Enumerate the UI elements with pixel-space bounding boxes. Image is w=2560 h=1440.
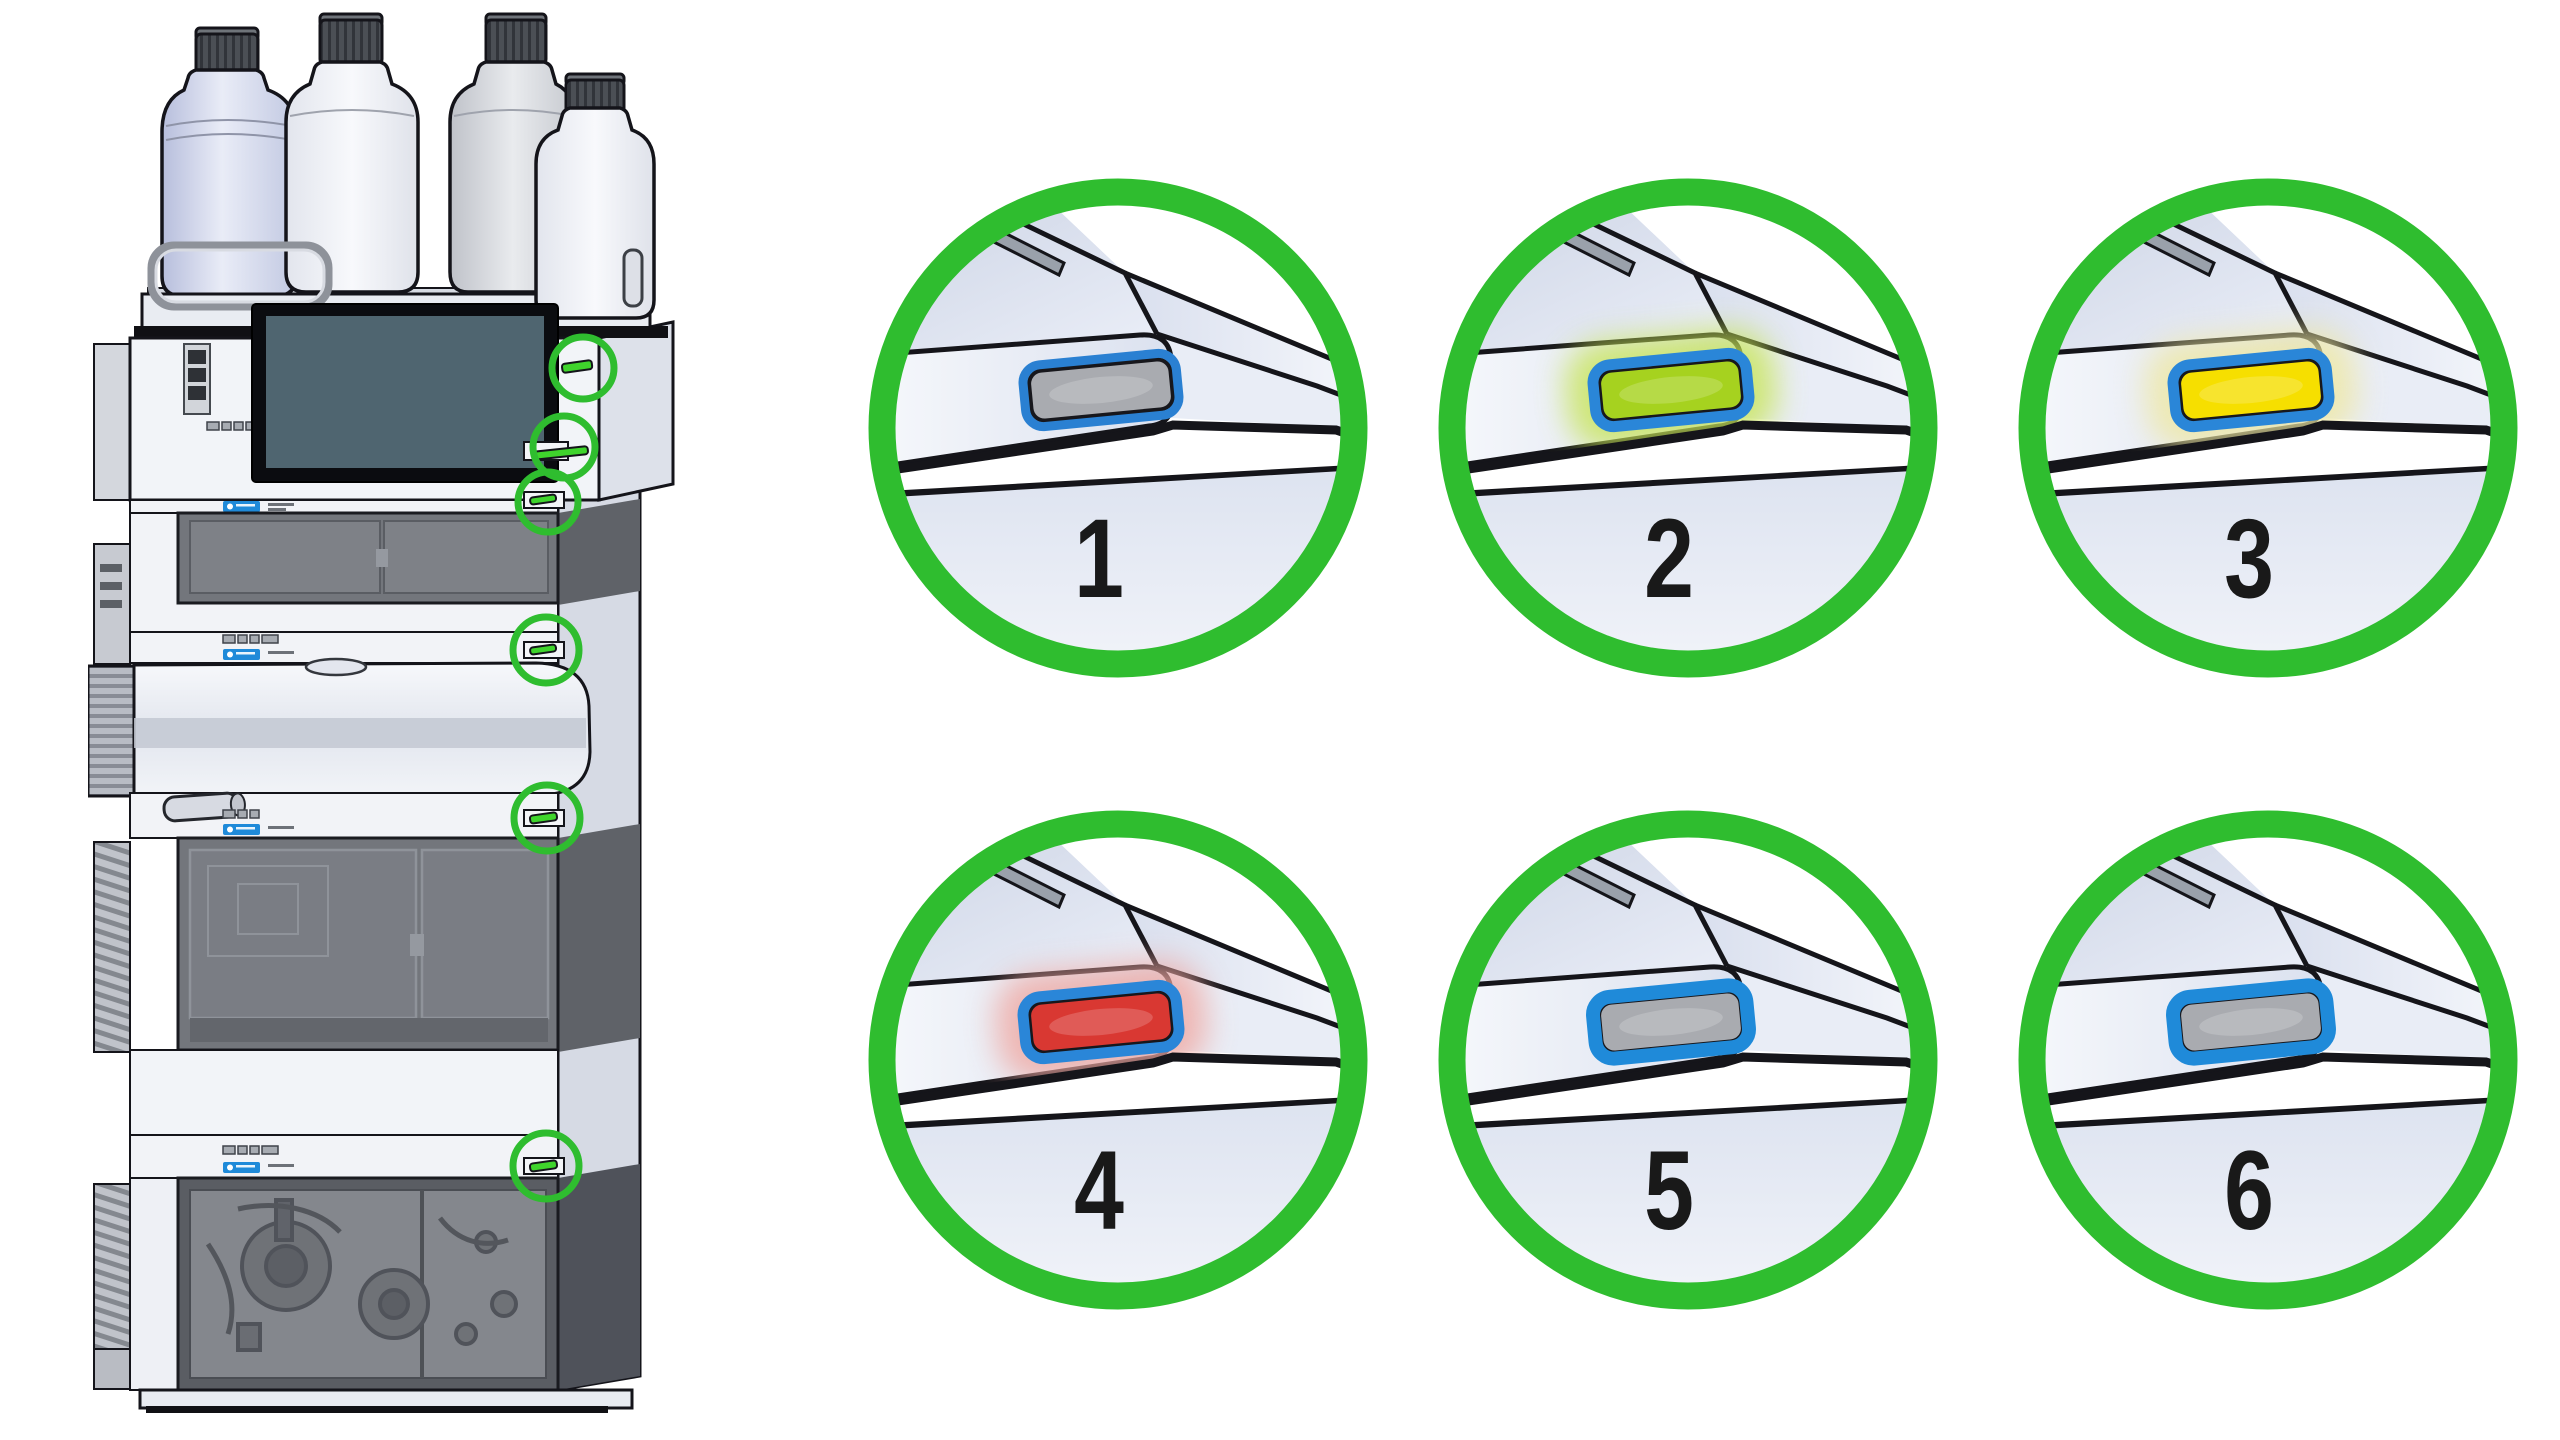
- brand-badge: [223, 1162, 294, 1173]
- solvent-bottle-white: [284, 12, 420, 294]
- module-sampler: [129, 511, 560, 633]
- heat-sink-fins: [93, 841, 131, 1053]
- status-lamp-callout-2: 2: [1438, 178, 1938, 678]
- latch-handle: [304, 657, 368, 677]
- callout-number: 3: [2224, 497, 2274, 622]
- badge-spark-icon: [227, 1164, 233, 1171]
- callout-number: 5: [1644, 1129, 1694, 1254]
- badge-spark-icon: [227, 826, 233, 833]
- touchscreen: [266, 316, 544, 468]
- callout-5: 5: [1438, 810, 1938, 1310]
- status-lamp: [560, 359, 594, 374]
- annotation-circle-3: [514, 468, 582, 536]
- tray-rails: [147, 241, 644, 311]
- heat-sink-fins: [93, 1183, 131, 1350]
- instrument-stack: [86, 4, 808, 1440]
- pump-mechanics: [205, 1198, 518, 1352]
- button-row: [222, 809, 260, 819]
- module-pump: [129, 1176, 560, 1392]
- badge-spark-icon: [227, 651, 233, 658]
- solvent-bottle-gray: [448, 12, 578, 294]
- annotation-ring: [2018, 178, 2518, 678]
- callout-1: 1: [868, 178, 1368, 678]
- lamp-blue-ring: [1018, 348, 1184, 432]
- annotation-ring: [868, 178, 1368, 678]
- module-detector: [129, 791, 560, 1136]
- module-strip: [129, 499, 559, 514]
- callout-4: 4: [868, 810, 1368, 1310]
- lamp-blue-ring: [2166, 978, 2336, 1066]
- status-lamp: [1597, 357, 1745, 423]
- status-lamp: [1027, 989, 1175, 1055]
- button-row: [222, 634, 279, 644]
- stack-left-panels: [93, 343, 131, 1390]
- solvent-bottle-blue: [160, 26, 298, 298]
- brand-badge: [223, 501, 294, 512]
- instrument-stack-drawing: [86, 12, 675, 1413]
- lamp-blue-ring: [1017, 979, 1185, 1065]
- annotation-ring: [2018, 810, 2518, 1310]
- callout-6: 6: [2018, 810, 2518, 1310]
- lamp-blue-ring: [1587, 347, 1755, 433]
- stack-base: [138, 1388, 634, 1413]
- callout-3: 3: [2018, 178, 2518, 678]
- status-lamp-callout-5: 5: [1438, 810, 1938, 1310]
- callout-2: 2: [1438, 178, 1938, 678]
- annotation-circle-5: [510, 781, 584, 855]
- annotation-ring: [1438, 810, 1938, 1310]
- solvent-bottles: [147, 12, 645, 298]
- status-lamp: [2177, 357, 2325, 423]
- status-lamp-callout-1: 1: [868, 178, 1368, 678]
- status-lamp-callout-3: 3: [2018, 178, 2518, 678]
- lamp-blue-ring: [1586, 978, 1756, 1066]
- annotation-circle-6: [509, 1129, 583, 1203]
- status-lamp: [529, 493, 558, 506]
- status-lamp: [529, 643, 558, 656]
- annotation-ring: [1438, 178, 1938, 678]
- module-display: [128, 303, 601, 502]
- annotation-ring: [868, 810, 1368, 1310]
- module-band: [129, 1134, 559, 1179]
- lamp-blue-ring: [2167, 347, 2335, 433]
- callout-number: 4: [1074, 1129, 1124, 1254]
- callout-number: 2: [1644, 497, 1694, 622]
- callout-number: 1: [1074, 497, 1124, 622]
- status-lamp: [528, 811, 559, 825]
- module-column-compartment: [86, 657, 592, 799]
- status-lamp-callout-4: 4: [868, 810, 1368, 1310]
- stack-annotation-circles: [509, 333, 618, 1203]
- status-lamp: [1027, 357, 1175, 423]
- brand-badge: [223, 824, 294, 835]
- brand-badge: [223, 649, 294, 660]
- callout-number: 6: [2224, 1129, 2274, 1254]
- annotation-circle-4: [509, 613, 583, 687]
- annotation-circle-1: [548, 333, 618, 403]
- button-row: [222, 1145, 279, 1155]
- status-lamp: [528, 1159, 559, 1173]
- status-lamp-callout-6: 6: [2018, 810, 2518, 1310]
- bellows: [86, 664, 138, 798]
- badge-spark-icon: [227, 503, 233, 510]
